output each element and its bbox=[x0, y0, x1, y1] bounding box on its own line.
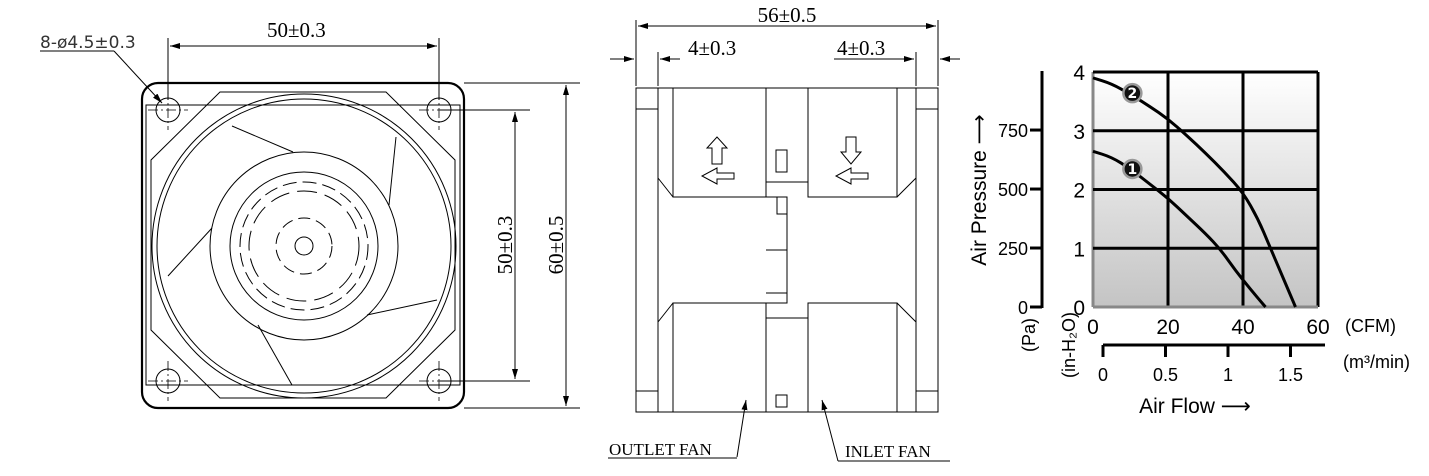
fan-shaft bbox=[294, 236, 314, 256]
m3min-tick-label: 0 bbox=[1098, 365, 1108, 385]
outlet-airflow-arrows bbox=[700, 136, 735, 185]
right-flange-label: 4±0.3 bbox=[837, 36, 885, 60]
side-outline bbox=[635, 87, 939, 413]
m3min-unit-label: (m³/min) bbox=[1343, 352, 1410, 372]
series-label-1: 1 bbox=[1128, 162, 1138, 178]
y-axis-title: Air Pressure ⟶ bbox=[968, 114, 991, 265]
x-tick-label: 20 bbox=[1156, 316, 1179, 339]
cfm-unit-label: (CFM) bbox=[1345, 316, 1396, 336]
arrow-left-icon bbox=[700, 167, 735, 185]
series-marker-1 bbox=[1122, 158, 1143, 180]
m3min-tick-label: 1 bbox=[1223, 365, 1233, 385]
inlet-fan-label: INLET FAN bbox=[845, 442, 931, 461]
hole-pitch-h-label: 50±0.3 bbox=[267, 18, 326, 42]
outlet-fan-label: OUTLET FAN bbox=[609, 440, 712, 459]
series-curve-2 bbox=[1092, 76, 1297, 308]
leader-line bbox=[113, 50, 163, 104]
pa-tick-label: 750 bbox=[998, 121, 1028, 141]
series-curve-1 bbox=[1092, 149, 1267, 308]
m3min-tick-label: 0.5 bbox=[1153, 365, 1178, 385]
x-tick-label: 0 bbox=[1087, 316, 1099, 339]
pa-tick-label: 250 bbox=[998, 239, 1028, 259]
fan-frame bbox=[140, 81, 466, 410]
fan-ring bbox=[151, 93, 457, 399]
y-tick-label: 4 bbox=[1073, 62, 1085, 85]
hole-spec-label: 8-ø4.5±0.3 bbox=[40, 33, 136, 53]
inh2o-unit-label: (in-H₂O) bbox=[1059, 312, 1079, 378]
series-marker-2 bbox=[1122, 82, 1143, 104]
left-flange-label: 4±0.3 bbox=[688, 36, 736, 60]
fan-hub bbox=[209, 151, 399, 341]
arrow-down-icon bbox=[839, 136, 863, 165]
x-axis-title: Air Flow ⟶ bbox=[1139, 395, 1251, 418]
series-label-2: 2 bbox=[1128, 86, 1138, 102]
mounting-holes bbox=[148, 90, 459, 401]
inlet-airflow-arrows bbox=[834, 136, 869, 185]
pa-tick-label: 0 bbox=[1018, 298, 1028, 318]
hole-pitch-v-label: 50±0.3 bbox=[493, 216, 517, 275]
chart-curves: 12 bbox=[1092, 76, 1297, 308]
y-tick-label: 2 bbox=[1073, 180, 1085, 203]
arrow-up-icon bbox=[705, 136, 729, 165]
front-view: 8-ø4.5±0.3 50±0.3 50 bbox=[40, 18, 580, 410]
m3min-tick-label: 1.5 bbox=[1278, 365, 1303, 385]
fan-blades bbox=[167, 125, 438, 386]
side-view: 56±0.5 4±0.3 4±0.3 OUTLET FAN bbox=[608, 3, 960, 462]
frame-bevel bbox=[150, 91, 456, 399]
arrow-left-icon bbox=[834, 167, 869, 185]
y-tick-label: 3 bbox=[1073, 121, 1085, 144]
x-tick-label: 40 bbox=[1231, 316, 1254, 339]
frame-height-label: 60±0.5 bbox=[544, 216, 568, 275]
pa-tick-label: 500 bbox=[998, 180, 1028, 200]
y-tick-label: 1 bbox=[1073, 238, 1085, 261]
x-tick-label: 60 bbox=[1306, 316, 1329, 339]
y-tick-label: 0 bbox=[1073, 297, 1085, 320]
overall-length-label: 56±0.5 bbox=[758, 3, 817, 27]
chart-grid bbox=[1091, 70, 1320, 309]
pa-unit-label: (Pa) bbox=[1019, 318, 1039, 352]
